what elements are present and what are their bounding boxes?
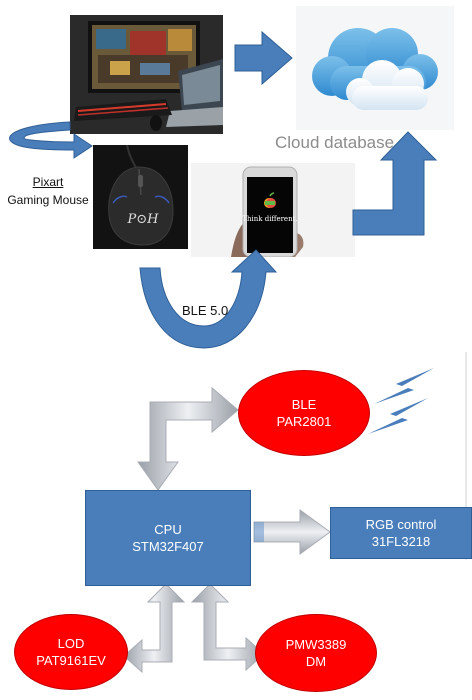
cloud-database-label: Cloud database: [275, 133, 395, 152]
gaming-setup-photo: [70, 15, 223, 134]
pmw-node: PMW3389 DM: [255, 614, 377, 692]
rgb-control-part: 31FL3218: [371, 534, 431, 549]
lod-node: LOD PAT9161EV: [14, 614, 128, 690]
pmw-node-variant: DM: [305, 654, 327, 669]
cpu-box-title: CPU: [154, 522, 182, 537]
mouse-label: Pixart Gaming Mouse: [6, 173, 90, 209]
gaming-setup-illustration: [70, 15, 223, 134]
top-arrows-layer: [9, 30, 438, 349]
lightning-bolt-icon: [368, 398, 428, 434]
cloud-icon: [312, 28, 438, 110]
gaming-mouse-illustration: P⊙H: [93, 145, 188, 249]
cpu-box-part: STM32F407: [132, 539, 204, 554]
rgb-control-box: RGB control 31FL3218: [330, 507, 472, 559]
cpu-lod-arrow: [123, 583, 186, 674]
lightning-bolt-icon: [374, 368, 434, 404]
setup-to-cloud-arrow: [234, 30, 293, 86]
apple-logo-icon: [264, 192, 276, 208]
mouse-label-brand: Pixart: [32, 175, 64, 189]
ble-node-title: BLE: [291, 397, 317, 412]
phone-to-cloud-arrow: [352, 131, 438, 236]
mouse-logo-text: P⊙H: [127, 212, 160, 227]
gaming-mouse-photo: P⊙H: [93, 145, 188, 249]
ble-version-label: BLE 5.0: [182, 303, 229, 318]
cpu-box: CPU STM32F407: [85, 490, 251, 586]
lod-node-title: LOD: [57, 636, 85, 651]
rgb-control-title: RGB control: [365, 517, 437, 532]
phone-screen-text: Think different.: [242, 215, 297, 223]
cpu-ble-arrow: [137, 386, 239, 491]
cloud-illustration: [296, 6, 454, 130]
ble-node-part: PAR2801: [276, 414, 332, 429]
pmw-node-part: PMW3389: [285, 637, 347, 652]
ble-node: BLE PAR2801: [238, 370, 370, 456]
phone-illustration: Think different.: [191, 163, 355, 257]
cpu-pmw-arrow: [190, 583, 265, 672]
mouse-label-type: Gaming Mouse: [7, 193, 89, 207]
phone-photo: Think different.: [191, 163, 355, 257]
ble-link-arrow: [139, 249, 278, 349]
lod-node-part: PAT9161EV: [36, 653, 106, 668]
setup-to-mouse-arrow: [9, 121, 93, 159]
cpu-rgb-arrow: [253, 509, 331, 555]
cpu-rgb-arrow-tail: [254, 522, 264, 542]
